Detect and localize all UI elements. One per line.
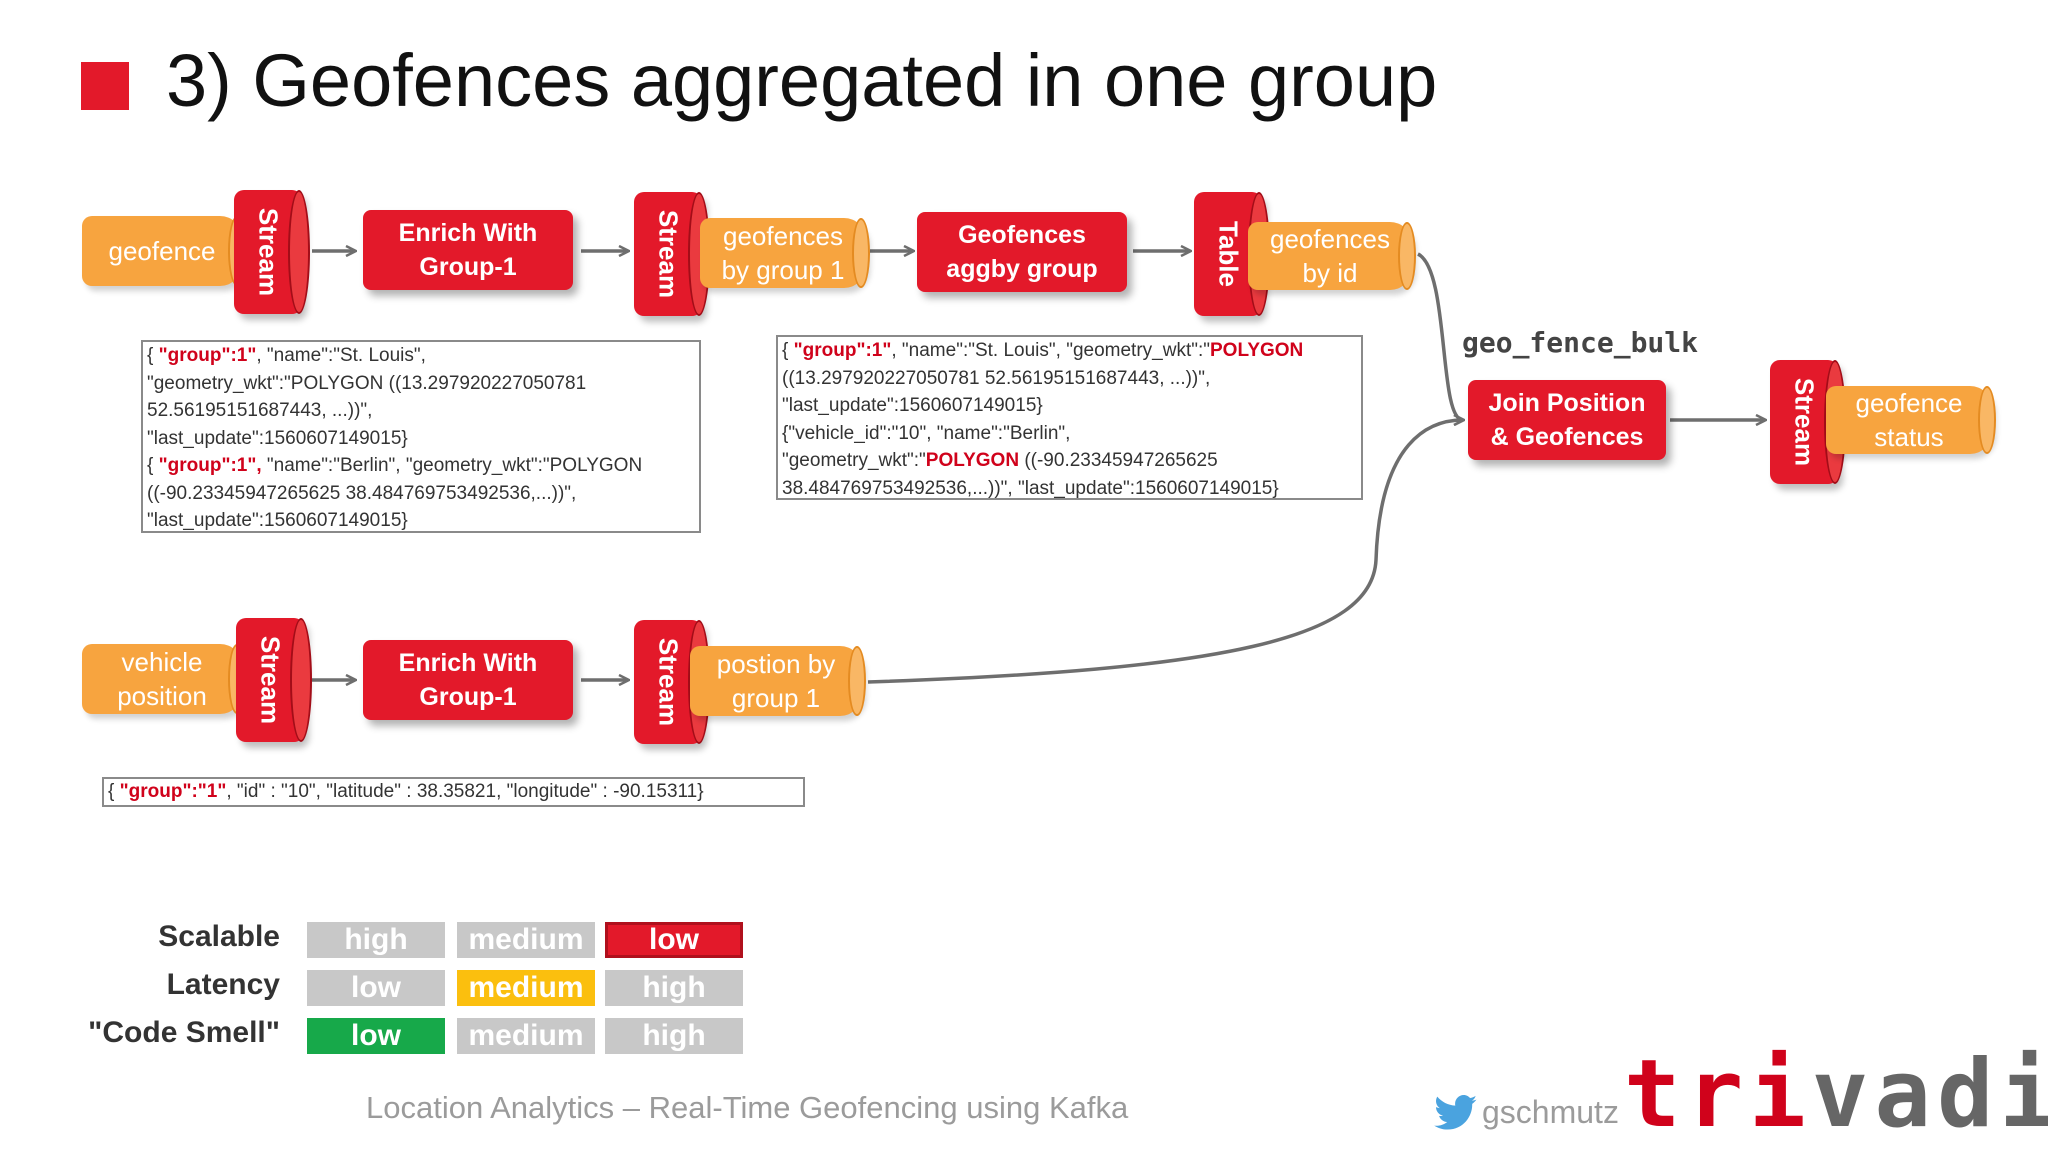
stream-cylinder: Stream bbox=[236, 618, 312, 742]
rating-cell: low bbox=[307, 1018, 445, 1054]
brand-prefix: tri bbox=[1624, 1040, 1812, 1149]
brand-suffix: vadis bbox=[1811, 1040, 2048, 1149]
title-square-icon bbox=[81, 62, 129, 110]
vehicle-position-json-sample: { "group":"1", "id" : "10", "latitude" :… bbox=[102, 777, 805, 807]
curve-geofences-to-join bbox=[1416, 252, 1463, 420]
curve-position-to-join bbox=[867, 420, 1463, 684]
geofence-topic: geofence bbox=[82, 216, 246, 286]
rating-cell: high bbox=[307, 922, 445, 958]
rating-cell: high bbox=[605, 1018, 743, 1054]
rating-cell: medium bbox=[457, 1018, 595, 1054]
rating-cell: medium bbox=[457, 970, 595, 1006]
stream-cylinder: Stream bbox=[234, 190, 310, 314]
join-position-geofences-processor: Join Position& Geofences bbox=[1468, 380, 1666, 460]
rating-label: "Code Smell" bbox=[88, 1016, 280, 1049]
twitter-handle-label: gschmutz bbox=[1482, 1094, 1619, 1130]
rating-cell: high bbox=[605, 970, 743, 1006]
geo-fence-bulk-label: geo_fence_bulk bbox=[1462, 326, 1699, 359]
twitter-handle[interactable]: gschmutz bbox=[1434, 1094, 1619, 1131]
rating-cell: low bbox=[307, 970, 445, 1006]
aggregated-geofence-json-sample: { "group":1", "name":"St. Louis", "geome… bbox=[776, 335, 1363, 500]
page-title: 3) Geofences aggregated in one group bbox=[166, 39, 1438, 122]
rating-label: Scalable bbox=[158, 920, 280, 953]
trivadis-logo: trivadis bbox=[1624, 1040, 2048, 1149]
geofence-json-sample: { "group":1", "name":"St. Louis", "geome… bbox=[141, 340, 701, 533]
rating-cell: low bbox=[605, 922, 743, 958]
twitter-bird-icon bbox=[1434, 1094, 1477, 1130]
stream-cylinder: Stream bbox=[634, 192, 710, 316]
rating-label: Latency bbox=[166, 968, 280, 1001]
rating-cell: medium bbox=[457, 922, 595, 958]
footer-caption: Location Analytics – Real-Time Geofencin… bbox=[366, 1090, 1129, 1125]
